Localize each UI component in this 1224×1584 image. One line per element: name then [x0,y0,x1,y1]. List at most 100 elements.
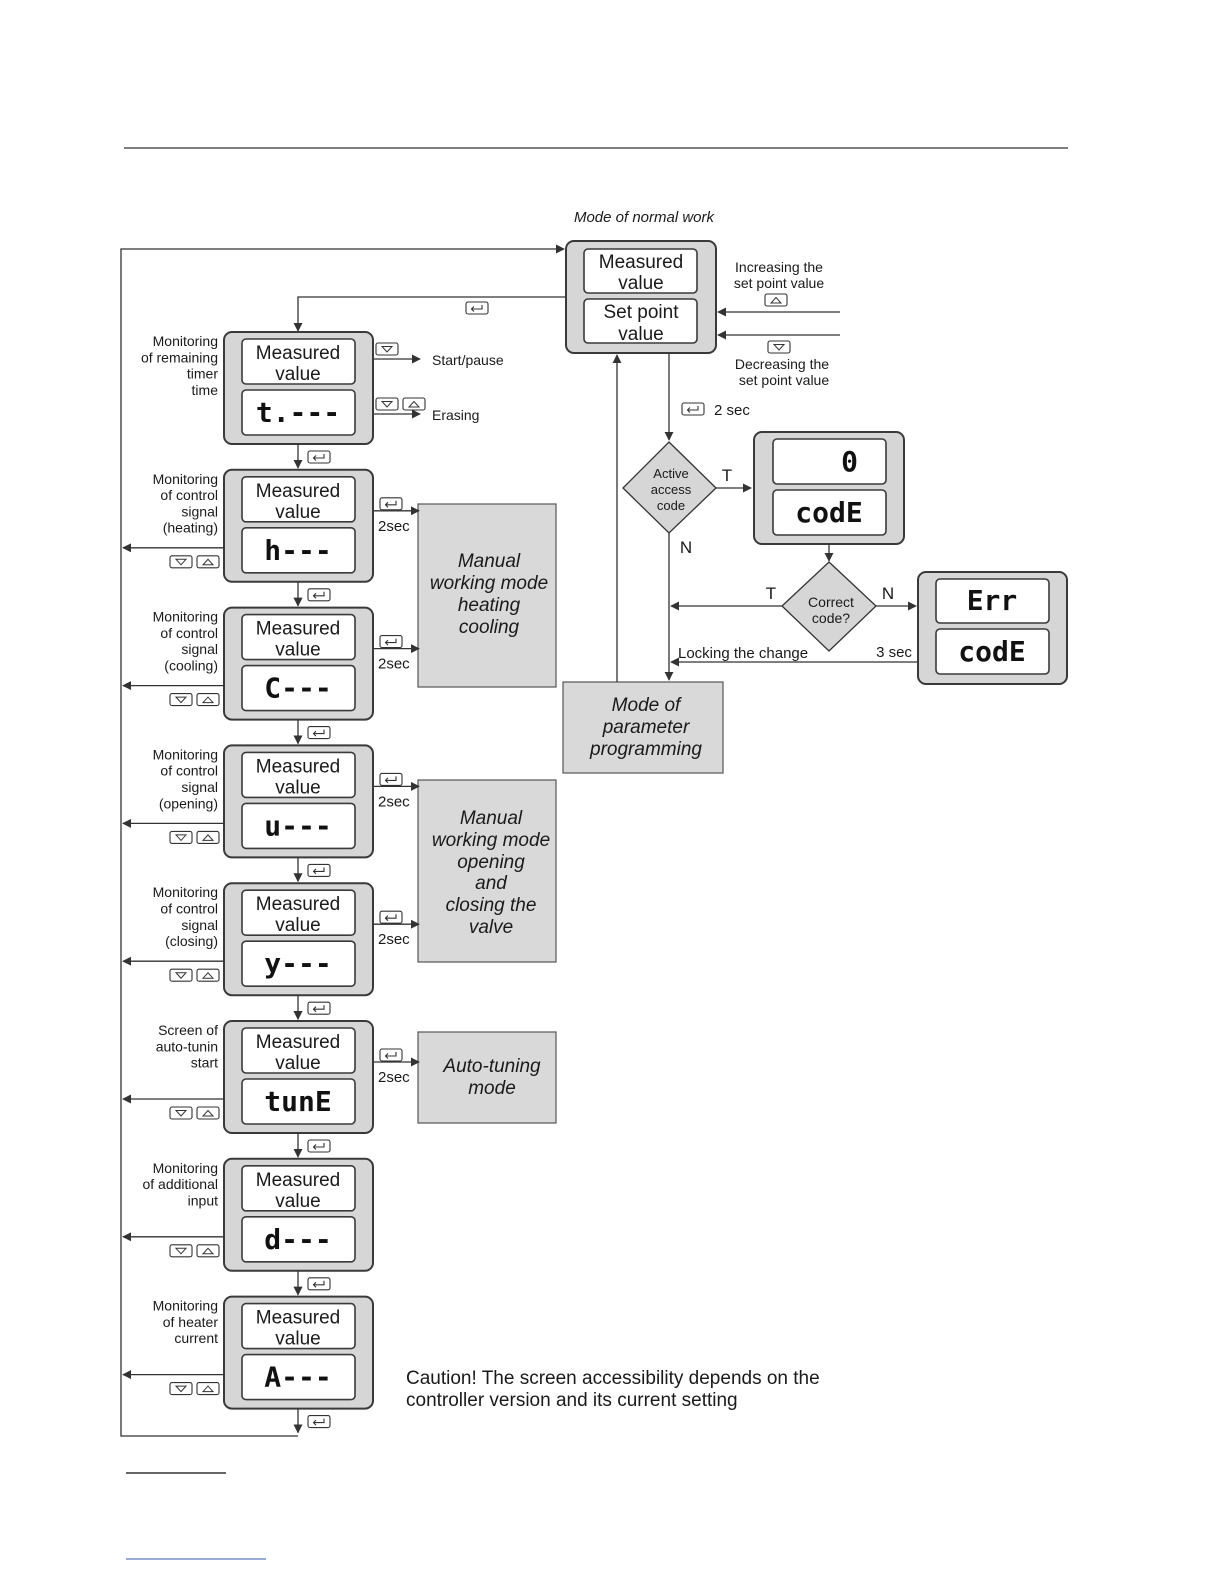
svg-text:0: 0 [841,445,858,478]
svg-text:working mode: working mode [430,573,548,594]
up-key-icon [196,1244,220,1258]
up-key-icon [196,1106,220,1120]
enter-key-icon [307,1139,331,1153]
svg-text:of control: of control [160,763,218,779]
up-key-icon [196,830,220,844]
seven-segment-readout: C--- [264,672,331,705]
svg-text:signal: signal [181,503,218,519]
enter-key-icon [465,301,489,315]
three-sec-label: 3 sec [876,644,912,661]
value-label: value [275,364,320,385]
seven-segment-readout: y--- [264,947,331,980]
svg-text:(cooling): (cooling) [164,658,218,674]
up-key-icon [196,968,220,982]
svg-text:access: access [651,482,692,497]
svg-text:of remaining: of remaining [141,349,218,365]
enter-key-icon [307,1277,331,1291]
svg-text:code?: code? [812,610,850,626]
seven-segment-readout: h--- [264,534,331,567]
enter-key-icon [307,588,331,602]
svg-text:parameter: parameter [602,717,690,738]
normal-work-display: Measured value Set point value [565,240,717,354]
decision-correct-code: Correct code? [781,561,877,652]
svg-text:Erasing: Erasing [432,407,479,423]
value-label: value [275,1329,320,1350]
down-key-icon [169,968,193,982]
svg-text:(closing): (closing) [165,933,218,949]
svg-text:and: and [475,873,508,894]
svg-text:valve: valve [469,917,513,938]
return-line [120,244,565,1437]
enter-key-icon [379,497,403,511]
svg-text:of control: of control [160,487,218,503]
up-key-icon [764,293,788,307]
decision-active-access-code: Active access code [622,441,717,534]
code-entry-display: 0 codE [753,431,905,545]
enter-key-icon [681,402,705,416]
value-label: value [275,1053,320,1074]
svg-text:programming: programming [589,739,702,760]
svg-text:code: code [657,498,685,513]
manual-heating-cooling-mode: Manual working mode heating cooling [417,503,557,688]
seven-segment-readout: d--- [264,1223,331,1256]
svg-text:set point value: set point value [739,372,829,388]
value-label: value [275,915,320,936]
timer-erasing: Erasing [374,397,479,423]
two-sec-label: 2sec [378,518,410,535]
up-key-icon [196,693,220,707]
yes-label-1: T [722,466,732,485]
flow-to-timer [293,296,566,332]
svg-text:signal: signal [181,641,218,657]
auto-tuning-mode: Auto-tuning mode [417,1031,557,1124]
measured-label: Measured [256,894,341,915]
enter-key-icon [307,863,331,877]
enter-key-icon [379,772,403,786]
down-key-icon [169,693,193,707]
error-code-display: Err codE [917,571,1068,685]
enter-key-icon [307,450,331,464]
svg-text:auto-tunin: auto-tunin [156,1038,218,1054]
svg-text:Manual: Manual [460,808,523,829]
hold-2sec-label: 2 sec [714,402,750,419]
svg-text:Start/pause: Start/pause [432,352,504,368]
measured-label: Measured [256,1032,341,1053]
down-key-icon [169,1382,193,1396]
increase-annotation: Increasing the set point value [717,259,840,317]
enter-key-icon [379,910,403,924]
down-key-icon [169,1106,193,1120]
svg-text:(opening): (opening) [159,795,218,811]
measured-label: Measured [256,481,341,502]
svg-text:mode: mode [468,1078,516,1099]
enter-key-icon [307,726,331,740]
decrease-annotation: Decreasing the set point value [717,330,840,388]
locking-label: Locking the change [678,645,808,662]
caution-line-1: Caution! The screen accessibility depend… [406,1368,820,1389]
svg-text:closing the: closing the [446,895,537,916]
two-sec-label: 2sec [378,1069,410,1086]
svg-text:set point value: set point value [734,275,824,291]
svg-text:Measured: Measured [599,252,684,273]
no-label-2: N [882,584,894,603]
enter-key-icon [307,1001,331,1015]
svg-text:Correct: Correct [808,594,854,610]
svg-text:cooling: cooling [459,617,520,638]
no-label-1: N [680,538,692,557]
svg-text:of heater: of heater [163,1314,219,1330]
svg-text:Monitoring: Monitoring [153,746,218,762]
measured-label: Measured [256,343,341,364]
two-sec-label: 2sec [378,656,410,673]
value-label: value [275,1191,320,1212]
value-label: value [275,640,320,661]
yes-label-2: T [766,584,776,603]
